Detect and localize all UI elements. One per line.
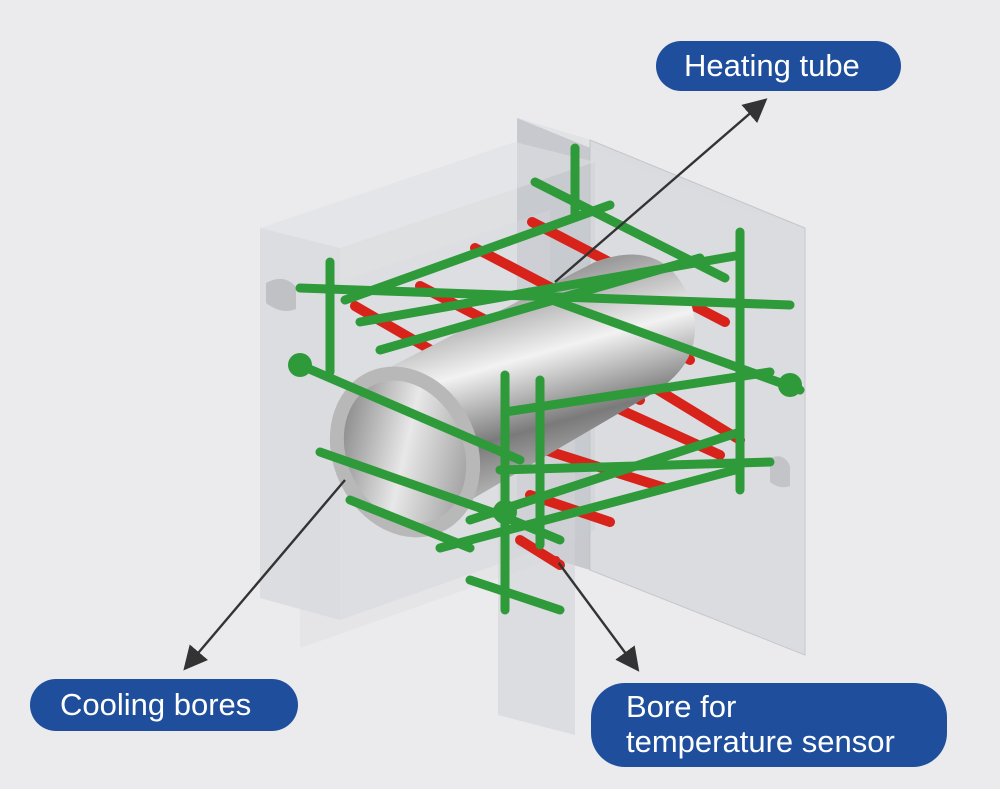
cooling-pipe-end — [288, 353, 312, 377]
heating-tube-label: Heating tube — [656, 41, 901, 91]
sensor-label-line2: temperature sensor — [626, 724, 895, 759]
cooling-bores-text: Cooling bores — [60, 686, 252, 722]
sensor-bore-marker — [552, 556, 560, 564]
cooling-pipes — [295, 143, 805, 615]
leader-arrows — [183, 98, 768, 672]
cooling-pipe-end — [778, 373, 802, 397]
cooling-pipe-end — [493, 500, 517, 524]
heating-tube-text: Heating tube — [684, 47, 860, 83]
cooling-bores-label: Cooling bores — [30, 679, 298, 731]
sensor-label-line1: Bore for — [626, 689, 737, 725]
temperature-sensor-bore-label: Bore for temperature sensor — [591, 683, 947, 767]
